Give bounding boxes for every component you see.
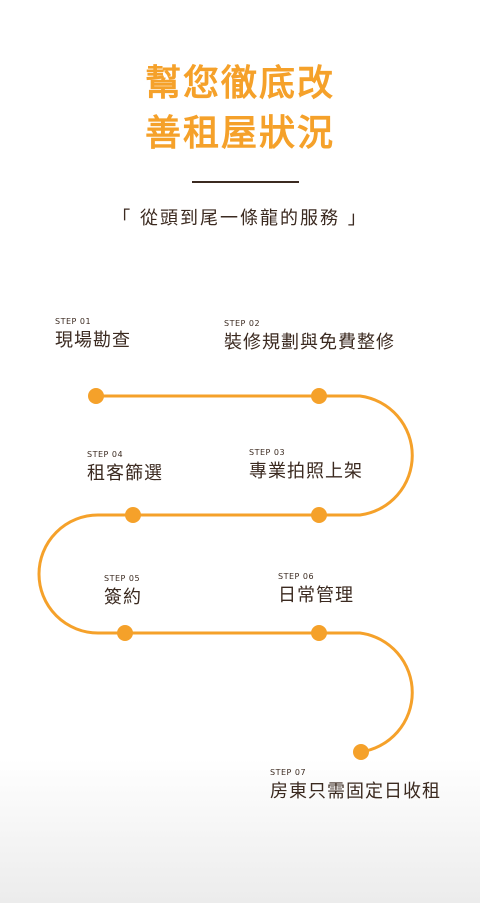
step-04-dot	[125, 507, 141, 523]
step-02-dot	[311, 388, 327, 404]
step-05-text: 簽約	[104, 587, 142, 608]
title-divider	[192, 181, 299, 183]
step-02-label: STEP 02	[224, 319, 261, 328]
step-01-text: 現場勘查	[55, 330, 131, 351]
page-subtitle: 「 從頭到尾一條龍的服務 」	[112, 208, 368, 229]
step-01-dot	[88, 388, 104, 404]
page-title-line-1: 幫您徹底改	[144, 63, 335, 104]
step-02: STEP 02 裝修規劃與免費整修	[224, 320, 395, 352]
step-04-label: STEP 04	[87, 450, 124, 459]
step-05-label: STEP 05	[104, 574, 141, 583]
step-03: STEP 03 專業拍照上架	[249, 449, 363, 481]
step-06-dot	[311, 625, 327, 641]
step-03-text: 專業拍照上架	[249, 461, 363, 482]
step-06-label: STEP 06	[278, 572, 315, 581]
step-07: STEP 07 房東只需固定日收租	[270, 769, 441, 801]
step-06: STEP 06 日常管理	[278, 573, 354, 605]
step-06-text: 日常管理	[278, 585, 354, 606]
step-07-dot	[353, 744, 369, 760]
step-02-text: 裝修規劃與免費整修	[224, 332, 395, 353]
step-07-text: 房東只需固定日收租	[270, 781, 441, 802]
timeline-line	[37, 394, 414, 754]
page-title-line-2: 善租屋狀況	[144, 113, 335, 154]
step-07-label: STEP 07	[270, 768, 307, 777]
step-01: STEP 01 現場勘查	[55, 318, 131, 350]
step-03-dot	[311, 507, 327, 523]
step-05-dot	[117, 625, 133, 641]
step-01-label: STEP 01	[55, 317, 92, 326]
step-04: STEP 04 租客篩選	[87, 451, 163, 483]
step-04-text: 租客篩選	[87, 463, 163, 484]
step-05: STEP 05 簽約	[104, 575, 142, 607]
step-03-label: STEP 03	[249, 448, 286, 457]
